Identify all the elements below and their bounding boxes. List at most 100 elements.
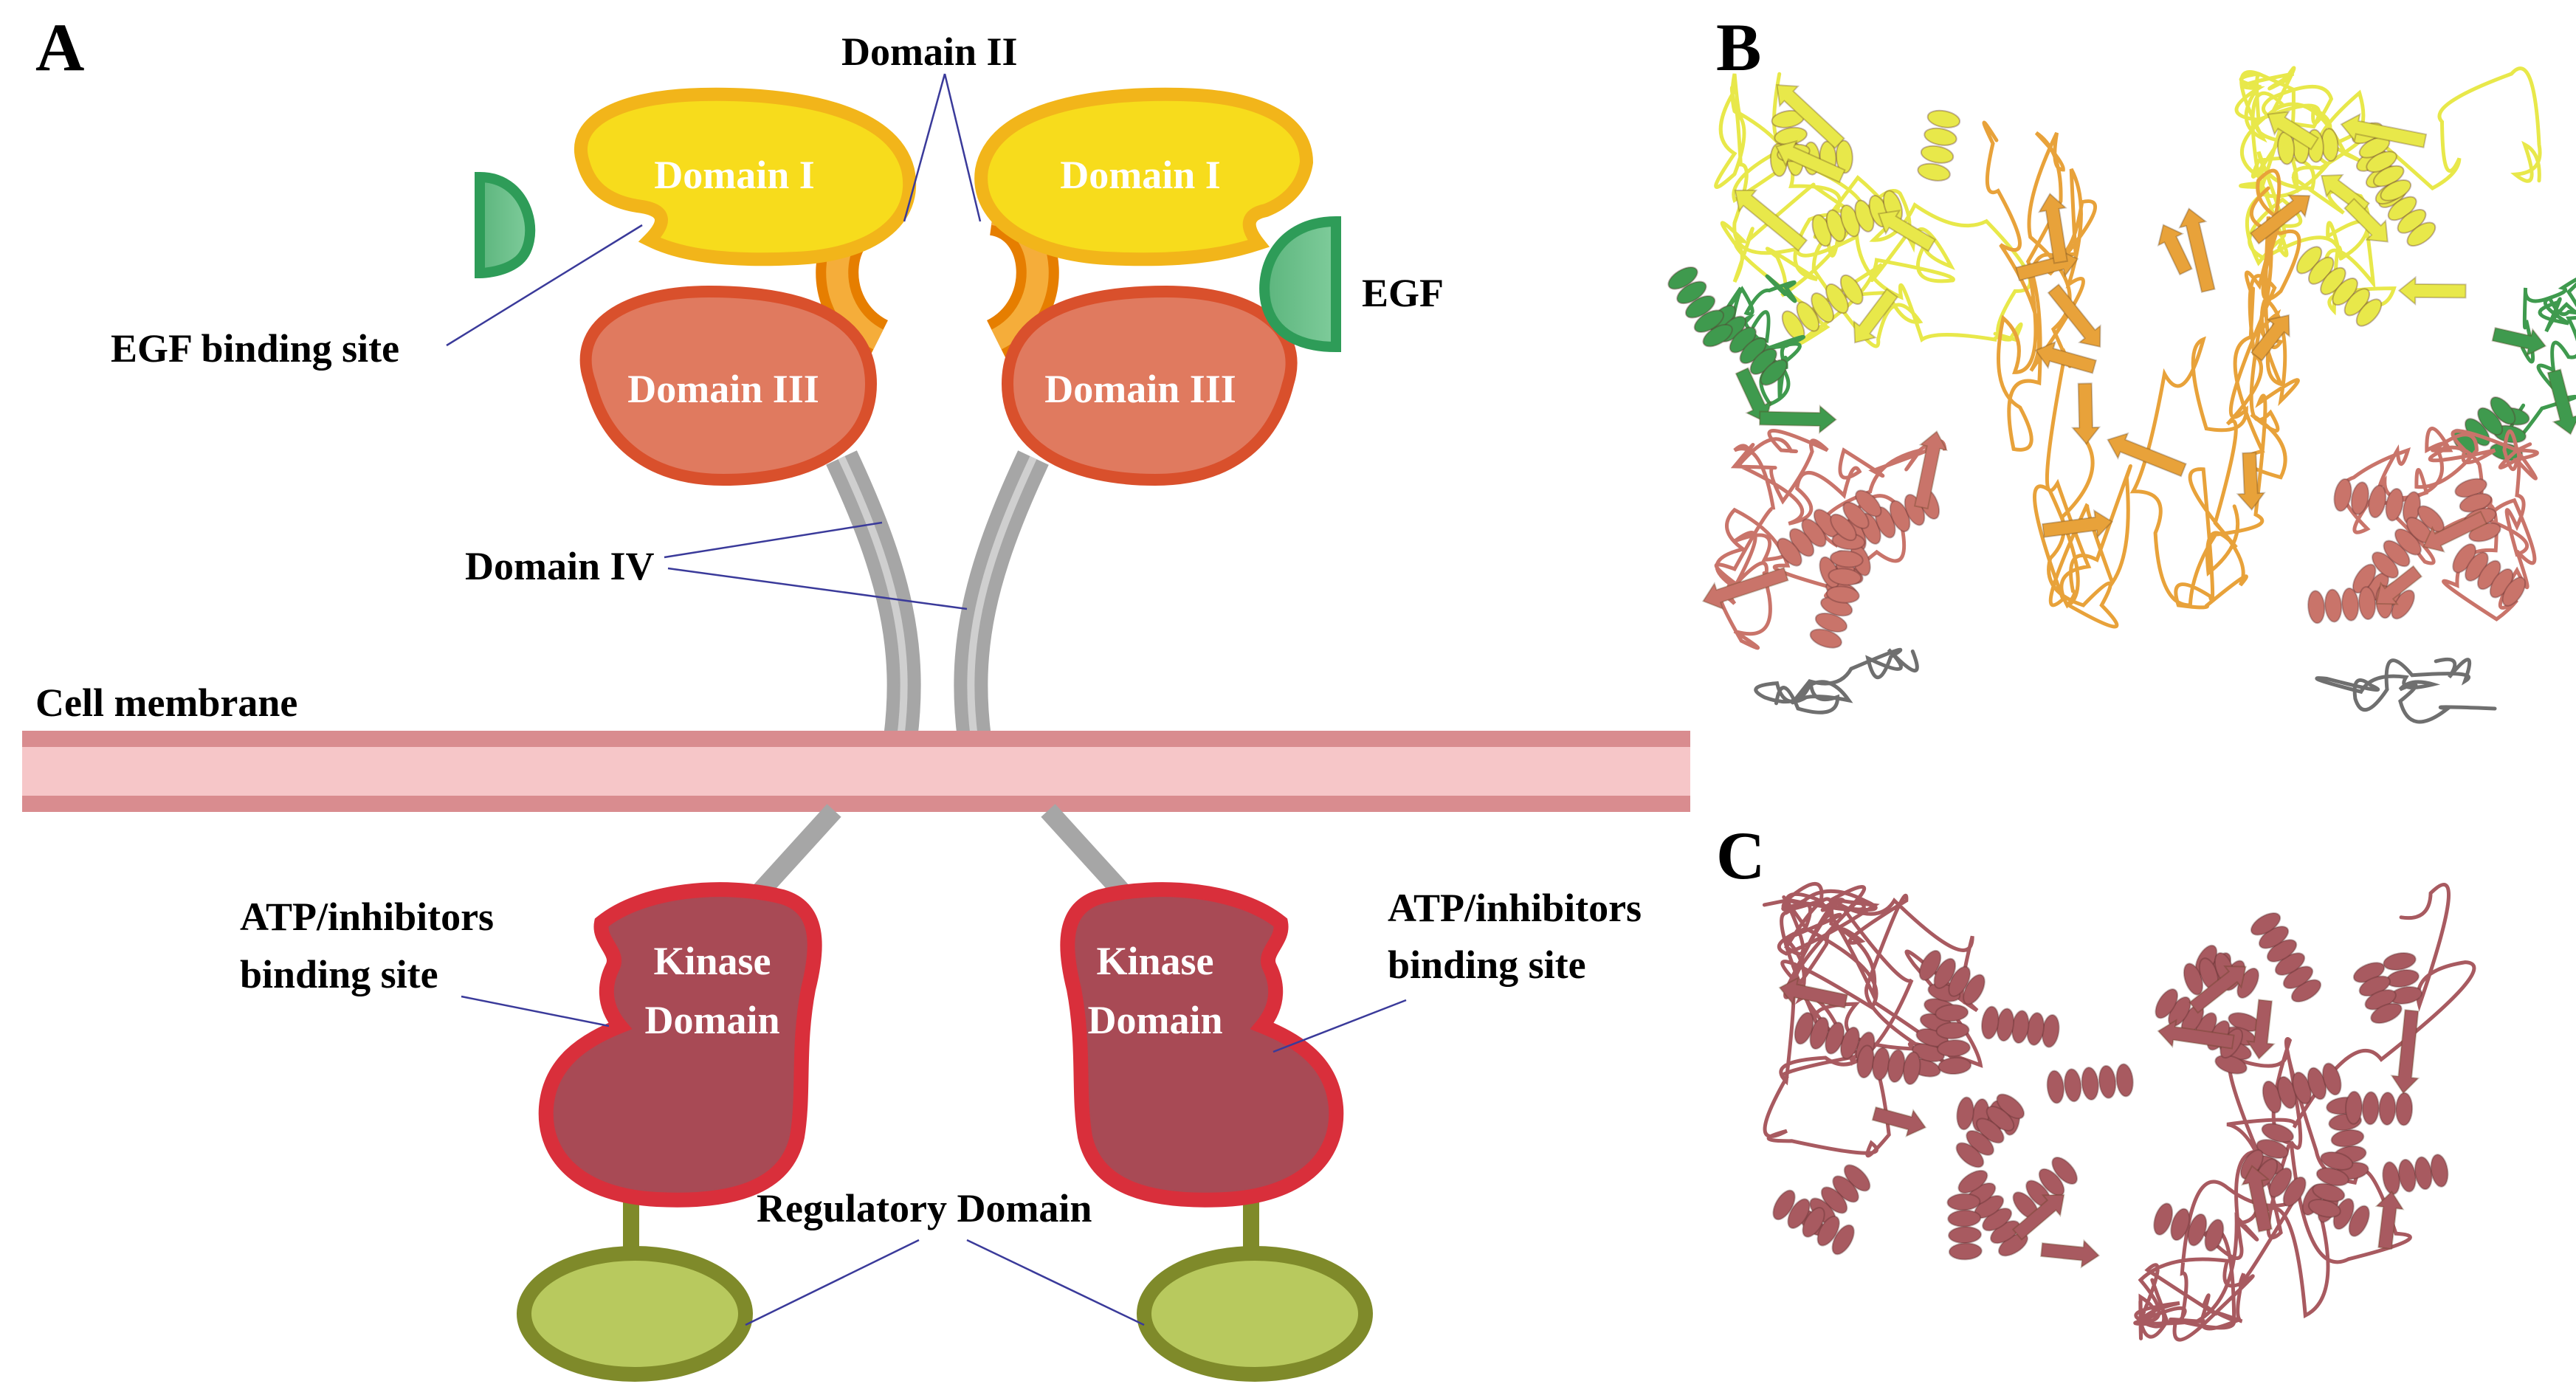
- structure-b-domain-i-left-helix: [1781, 274, 1864, 341]
- structure-c-kinase-left-helix: [1856, 1044, 1921, 1086]
- structure-b-domain-iii-right-helix: [2452, 543, 2527, 607]
- atp-left-label-line1: ATP/inhibitors: [240, 895, 494, 939]
- structure-b-domain-ii-left-strand: [2047, 283, 2101, 348]
- domain-ii-leader-left: [903, 73, 946, 222]
- structure-c-kinase-right-helix: [2183, 952, 2235, 996]
- structure-b-tail-right: [2315, 657, 2497, 724]
- atp-left-leader: [461, 995, 610, 1027]
- structure-c-ribbons: [1763, 881, 2476, 1342]
- panel-label-a: A: [35, 10, 84, 85]
- intracellular-links: [738, 804, 1144, 915]
- structure-b-domain-ii-left-strand: [2034, 340, 2098, 374]
- structure-c-kinase-right-strand: [2390, 1009, 2420, 1095]
- structure-b-domain-iii-right-strand: [2422, 510, 2487, 553]
- structure-c-kinase-right-helix: [2307, 1151, 2354, 1218]
- structure-b-domain-i-right-strand: [2267, 111, 2319, 151]
- regulatory-leader-right: [966, 1239, 1145, 1326]
- structure-b-domain-ii-left-strand: [2070, 382, 2101, 445]
- domain-iv-leader-upper: [664, 521, 883, 559]
- structure-b-domain-i-right-strand: [2340, 113, 2428, 148]
- domain-ii-label: Domain II: [841, 30, 1018, 74]
- structure-b-domain-iii-right-helix: [2333, 478, 2421, 525]
- structure-c-kinase-left-strand: [2040, 1239, 2101, 1269]
- structure-c-kinase-left-helix: [1955, 1093, 2025, 1168]
- structure-b-domain-ii-left-coil: [1982, 120, 2132, 629]
- structure-b-egf-right-strand: [2546, 368, 2576, 435]
- structure-b-egf-left-strand: [1735, 367, 1772, 424]
- structure-c-kinase-left-helix: [1918, 949, 1986, 1005]
- domain-iii-left-label: Domain III: [627, 367, 819, 411]
- structure-b-domain-ii-left-strand: [2042, 509, 2113, 539]
- structure-b-tail-left: [1754, 647, 1919, 715]
- structure-b-ribbons: [1667, 66, 2576, 724]
- structure-c-kinase-right-coil: [2133, 883, 2476, 1342]
- structure-b-domain-iii-left-helix: [1825, 532, 1866, 604]
- structure-b-domain-i-right-coil: [2234, 66, 2542, 316]
- kinase-domain-left-shape: [538, 882, 822, 1208]
- structure-c-kinase-right-helix: [2383, 951, 2423, 1005]
- structure-b-domain-iii-right-strand: [2375, 565, 2423, 605]
- structure-b-egf-right-strand: [2491, 326, 2547, 357]
- structure-c-kinase-left-strand: [1871, 1106, 1927, 1137]
- structure-b-domain-i-left-helix: [1917, 109, 1961, 182]
- domain-iv-label: Domain IV: [465, 544, 655, 588]
- structure-b-domain-iii-left-helix: [1777, 509, 1839, 567]
- kinase-left-label-line1: Kinase: [653, 939, 771, 983]
- structure-b-domain-i-left-strand: [1877, 209, 1937, 252]
- structure-b-egf-left-helix: [1667, 266, 1733, 348]
- structure-b-domain-ii-right-strand: [2178, 207, 2216, 293]
- atp-right-leader: [1272, 999, 1407, 1053]
- structure-c-kinase-right-helix: [2382, 1154, 2449, 1195]
- structure-b-domain-ii-left-strand: [2038, 192, 2068, 264]
- structure-c-kinase-left-helix: [1981, 1005, 2060, 1048]
- structure-b-domain-iii-left-strand: [1913, 430, 1949, 510]
- structure-c-kinase-left-helix: [1957, 1169, 2028, 1257]
- structure-b-domain-iii-left-helix: [1830, 489, 1882, 542]
- atp-right-label-line2: binding site: [1388, 943, 1586, 987]
- structure-c-kinase-left-helix: [2046, 1063, 2134, 1104]
- structure-c-kinase-left-strand: [2011, 1194, 2065, 1241]
- domain-i-right-label: Domain I: [1060, 153, 1221, 197]
- structure-b-domain-ii-right-strand: [2250, 314, 2290, 362]
- structure-b-domain-i-right-helix: [2277, 128, 2339, 165]
- regulatory-leader-left: [745, 1239, 920, 1326]
- structure-c-kinase-right-helix: [2153, 1202, 2225, 1252]
- structure-b-domain-iii-left-coil: [1714, 429, 1947, 650]
- domain-iv-stalks: [826, 450, 1049, 740]
- atp-left-label-line2: binding site: [240, 952, 438, 996]
- regulatory-domain-label: Regulatory Domain: [757, 1186, 1092, 1230]
- structure-b-domain-i-left-strand: [1775, 140, 1846, 184]
- structure-c-kinase-right-helix: [2345, 1090, 2414, 1126]
- domain-iv-leader-lower: [667, 567, 968, 610]
- structure-b-egf-left-strand: [1759, 404, 1838, 435]
- structure-b-domain-ii-right-strand: [2249, 194, 2311, 245]
- structure-b-egf-left-coil: [1726, 274, 1805, 407]
- structure-b-domain-i-right-strand: [2397, 275, 2467, 306]
- structure-b-domain-ii-right-strand: [2107, 432, 2187, 478]
- structure-b-domain-i-right-strand: [2343, 197, 2389, 243]
- structure-b-domain-i-left-strand: [1734, 189, 1808, 252]
- domain-iii-right-shape: [1001, 285, 1298, 486]
- structure-c-kinase-left-strand: [1778, 976, 1849, 1009]
- domain-i-right-shape: [974, 87, 1314, 266]
- structure-c-kinase-left-helix: [2012, 1157, 2078, 1220]
- structure-b-domain-i-right-helix: [2296, 246, 2383, 327]
- kinase-domain-right-shape: [1060, 882, 1344, 1208]
- structure-b-domain-ii-right-strand: [2157, 224, 2193, 276]
- regulatory-domain-right: [1137, 1246, 1373, 1382]
- structure-b-domain-i-left-strand: [1853, 288, 1899, 344]
- panel-label-b: B: [1716, 10, 1761, 85]
- structure-c-kinase-right-strand: [2240, 1165, 2273, 1233]
- kinase-left-label-line2: Domain: [644, 998, 779, 1042]
- atp-right-label-line1: ATP/inhibitors: [1388, 886, 1642, 930]
- domain-i-left-label: Domain I: [654, 153, 815, 197]
- structure-c-kinase-right-helix: [2262, 1062, 2342, 1114]
- egf-ligand-right: [1259, 216, 1341, 353]
- egf-label: EGF: [1362, 271, 1444, 315]
- domain-i-left-shape: [574, 87, 916, 266]
- structure-c-kinase-left-coil: [1763, 881, 1983, 1158]
- egf-binding-site-label: EGF binding site: [111, 326, 399, 371]
- structure-b-domain-i-left-strand: [1776, 84, 1845, 150]
- regulatory-domain-left: [517, 1246, 753, 1382]
